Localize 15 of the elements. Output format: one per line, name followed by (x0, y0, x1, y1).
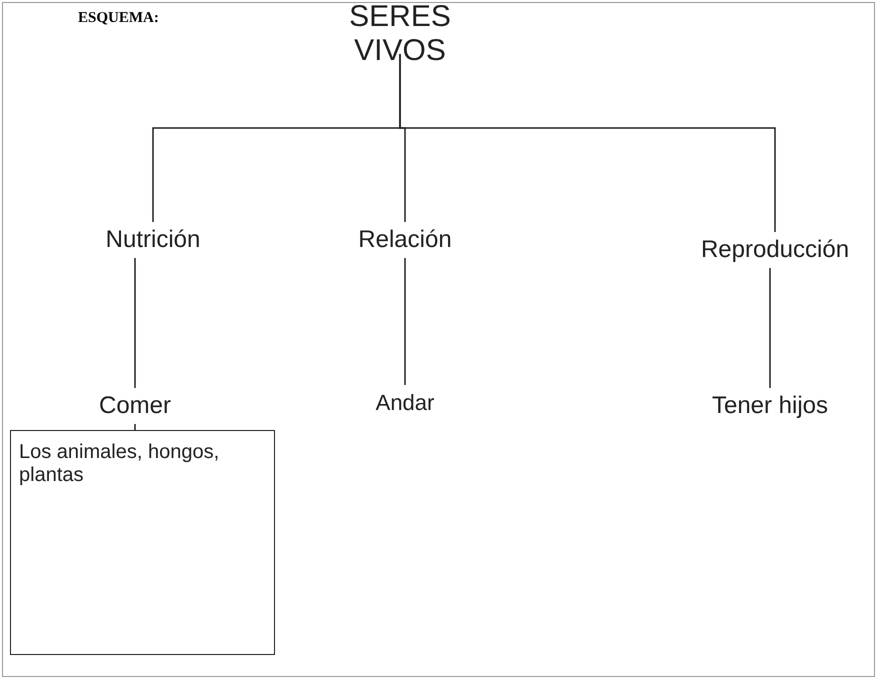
note-box (10, 430, 275, 655)
connector-line (404, 258, 406, 385)
node-text: SERES VIVOS (348, 0, 452, 68)
connector-line (769, 268, 771, 388)
node-text: Tener hijos (712, 392, 828, 420)
node-text: Nutrición (106, 226, 200, 254)
node-text: Los animales, hongos, plantas (19, 441, 220, 487)
node-text: Relación (358, 226, 452, 254)
connector-line (134, 424, 136, 430)
node-text: Comer (98, 392, 171, 420)
connector-line (134, 258, 136, 388)
node-text: Andar (376, 390, 434, 416)
node-text: Reproducción (700, 236, 850, 264)
connector-line (399, 54, 776, 232)
heading: ESQUEMA: (78, 10, 159, 27)
